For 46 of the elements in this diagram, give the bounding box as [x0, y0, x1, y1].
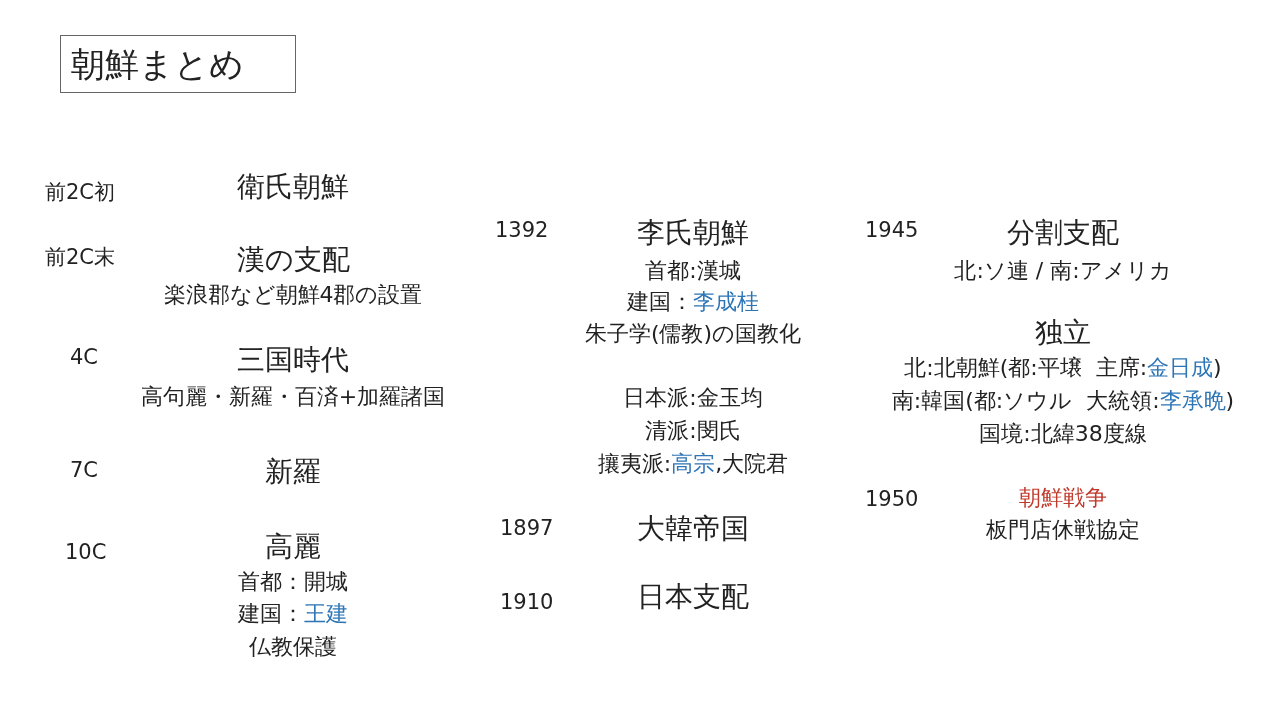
- note-text: 建国：: [627, 289, 693, 314]
- note-text: ,大院君: [715, 451, 789, 476]
- note-text: 楽浪郡など朝鮮4郡の設置: [163, 282, 423, 307]
- period-heading: 漢の支配: [236, 243, 350, 276]
- period-heading: 日本支配: [637, 580, 749, 613]
- note-text: 攘夷派:: [597, 451, 672, 476]
- year-label: 1897: [500, 516, 554, 540]
- period-heading: 分割支配: [1007, 216, 1119, 249]
- note-text: 高句麗・新羅・百済+加羅諸国: [140, 384, 446, 409]
- period-heading: 独立: [1035, 316, 1091, 349]
- note-text: 国境:北緯38度線: [979, 421, 1147, 446]
- year-label: 1945: [865, 218, 919, 242]
- note-text: 清派:閔氏: [645, 418, 741, 443]
- year-label: 前2C末: [45, 244, 116, 271]
- period-heading: 衛氏朝鮮: [237, 170, 349, 203]
- period-heading: 李氏朝鮮: [637, 216, 749, 249]
- period-heading: 三国時代: [237, 343, 349, 376]
- note-text: 日本派:金玉均: [623, 385, 763, 410]
- note-text: 仏教保護: [249, 634, 337, 659]
- year-label: 10C: [65, 540, 107, 564]
- slide-title: 朝鮮まとめ: [60, 35, 296, 93]
- year-label: 7C: [70, 458, 99, 482]
- person-name: 李承晩: [1159, 388, 1226, 413]
- note-text: 朱子学(儒教)の国教化: [584, 321, 802, 346]
- note-text: 北:ソ連 / 南:アメリカ: [954, 258, 1172, 283]
- year-label: 1950: [865, 487, 919, 511]
- note-text: 板門店休戦協定: [986, 517, 1140, 542]
- note-text: ): [1225, 388, 1235, 413]
- note-text: 北:北朝鮮(都:平壌 主席:: [904, 355, 1148, 380]
- person-name: 高宗: [671, 451, 716, 476]
- year-label: 1392: [495, 218, 549, 242]
- year-label: 前2C初: [45, 179, 116, 206]
- event-name: 朝鮮戦争: [1019, 485, 1107, 510]
- year-label: 1910: [500, 590, 554, 614]
- note-text: 南:韓国(都:ソウル 大統領:: [891, 388, 1160, 413]
- note-text: 首都：開城: [238, 569, 348, 594]
- period-heading: 新羅: [265, 455, 321, 488]
- year-label: 4C: [70, 345, 99, 369]
- note-text: ): [1213, 355, 1222, 380]
- period-heading: 高麗: [265, 530, 321, 563]
- person-name: 李成桂: [693, 289, 759, 314]
- person-name: 王建: [304, 601, 348, 626]
- period-heading: 大韓帝国: [637, 512, 749, 545]
- person-name: 金日成: [1147, 355, 1214, 380]
- note-text: 建国：: [238, 601, 304, 626]
- note-text: 首都:漢城: [645, 258, 741, 283]
